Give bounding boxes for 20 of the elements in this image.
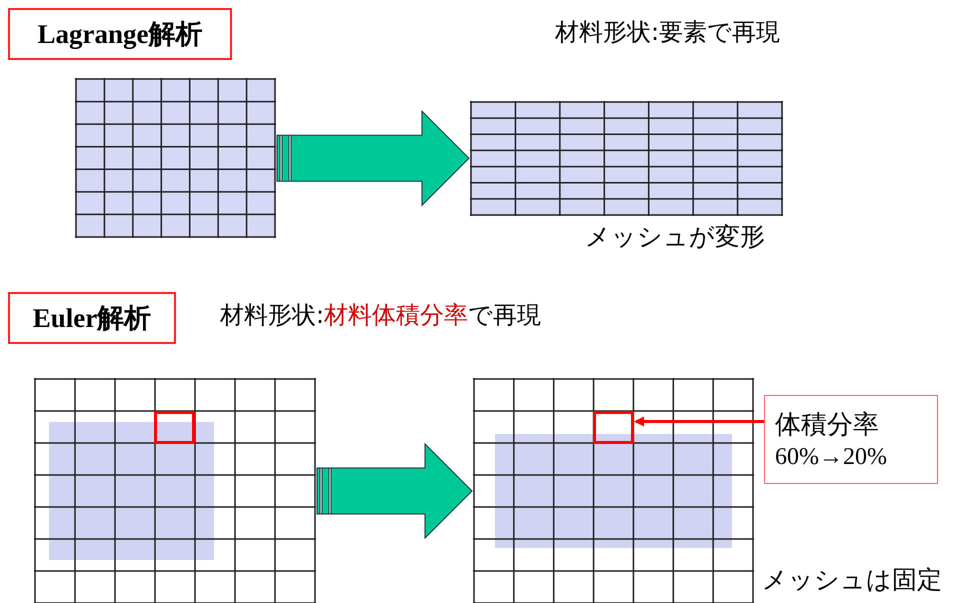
- highlighted-cell: [154, 411, 195, 444]
- highlighted-cell: [593, 411, 634, 444]
- description-text: 材料形状:: [220, 301, 324, 330]
- description-text: で再現: [468, 301, 542, 330]
- mesh-grid: [473, 378, 754, 603]
- block-arrow: [316, 442, 473, 540]
- mesh-grid: [470, 101, 783, 216]
- leader-arrow: [634, 416, 764, 426]
- section-heading: Lagrange解析: [8, 8, 232, 60]
- mesh-caption: メッシュは固定: [762, 565, 942, 595]
- mesh-grid: [75, 78, 276, 238]
- mesh-grid: [34, 378, 316, 603]
- description-text: 材料形状:要素で再現: [555, 18, 780, 47]
- section-heading: Euler解析: [8, 292, 176, 344]
- block-arrow: [276, 110, 470, 206]
- callout-value: 60%→20%: [775, 442, 888, 472]
- callout-box: [764, 395, 938, 484]
- description-text: 材料体積分率: [324, 301, 468, 330]
- callout-title: 体積分率: [775, 408, 880, 442]
- mesh-caption: メッシュが変形: [585, 222, 765, 252]
